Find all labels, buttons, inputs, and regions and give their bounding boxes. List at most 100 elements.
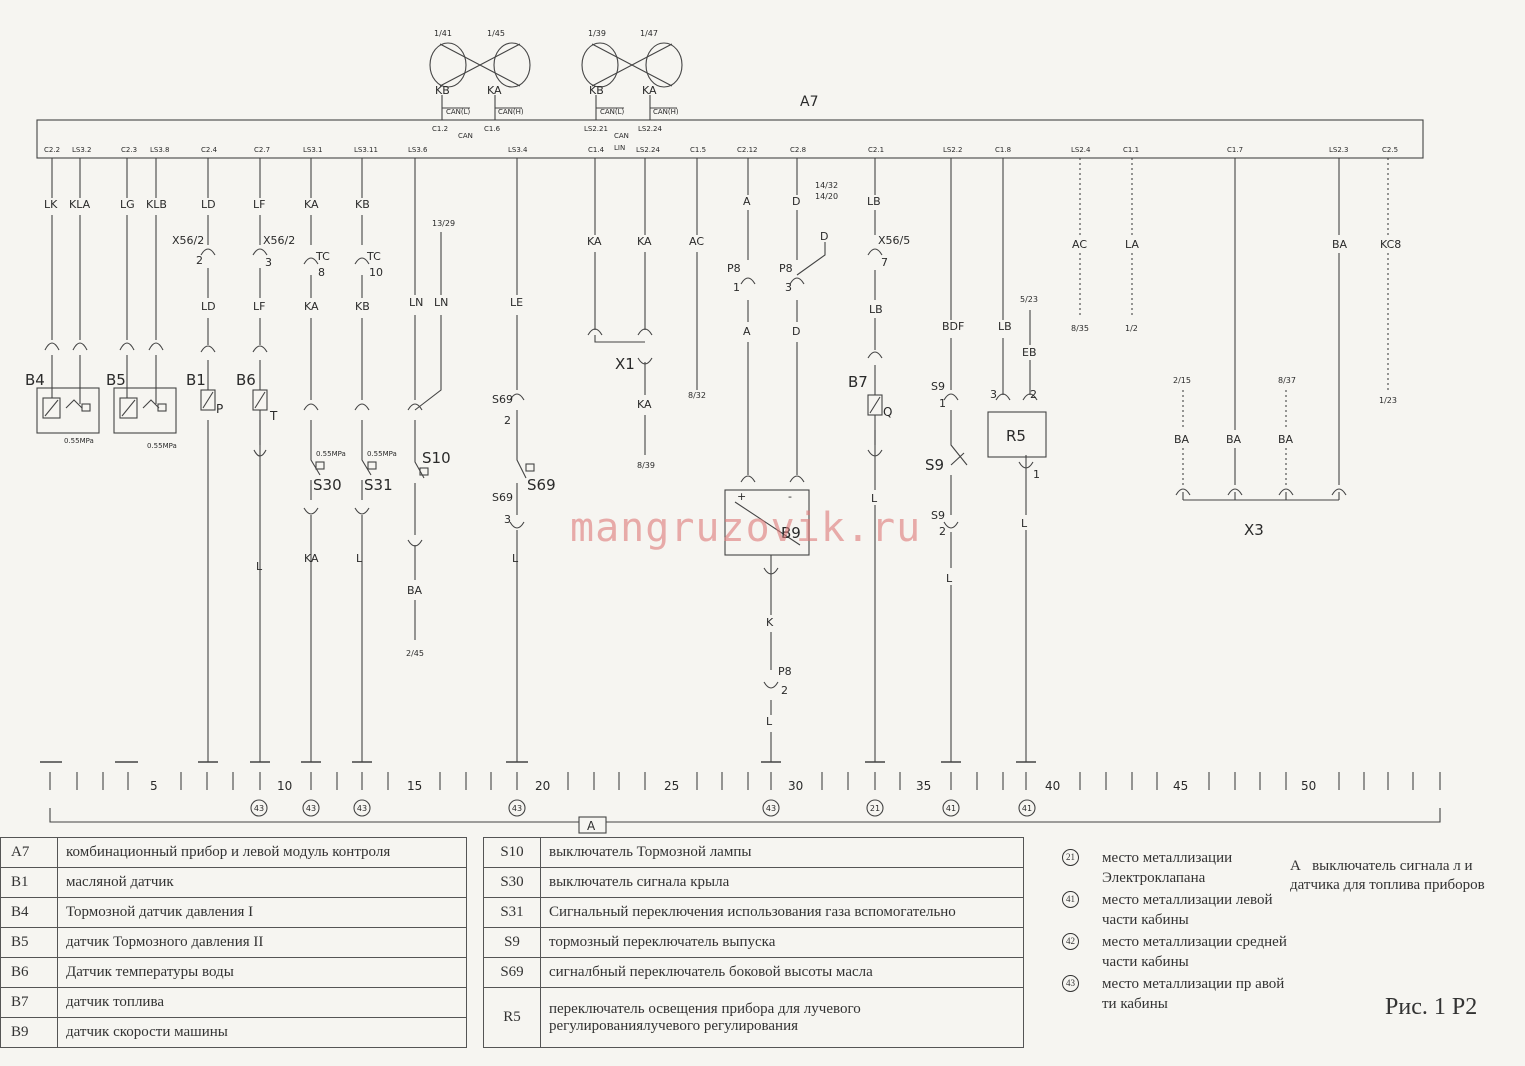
ground-notes: 21 место металлизации Электроклапана 41 …: [1062, 848, 1292, 1016]
note-a-letter: A: [1290, 858, 1301, 874]
a7-module-label: A7: [800, 94, 818, 110]
can-label-2: CAN: [614, 132, 629, 140]
switch-s30: [310, 420, 325, 500]
legend-code: A7: [0, 837, 58, 868]
cross-ref: 2/45: [406, 649, 424, 658]
ground-note-text: место металлизации Электроклапана: [1102, 850, 1233, 886]
ruler-number: 45: [1173, 779, 1188, 793]
sensor-b9: [724, 489, 810, 565]
ground-mark: 43: [254, 804, 264, 813]
connector-ref: S69: [492, 491, 513, 504]
top-can-4: CAN(H): [653, 108, 679, 116]
wire-label: BA: [1226, 433, 1242, 446]
wire-label: KC8: [1380, 238, 1401, 251]
ruler-number: 25: [664, 779, 679, 793]
connector-ref: S69: [492, 393, 513, 406]
top-ref-4: 1/47: [640, 29, 658, 38]
legend-code: B4: [0, 897, 58, 928]
cross-ref: 2/15: [1173, 376, 1191, 385]
ruler-number: 5: [150, 779, 158, 793]
ruler: [49, 772, 1441, 823]
top-pin-1: C1.2: [432, 125, 448, 133]
component-x3: X3: [1244, 521, 1264, 539]
cross-ref: 14/20: [815, 192, 838, 201]
ground-note: 21 место металлизации Электроклапана: [1062, 848, 1292, 888]
component-s69: S69: [527, 476, 556, 494]
wire-label: BA: [1332, 238, 1348, 251]
top-wire-1: KB: [435, 84, 450, 97]
section-a-label: A: [587, 819, 596, 833]
wires: [51, 158, 1389, 762]
cross-ref: 1/2: [1125, 324, 1138, 333]
top-wire-2: KA: [487, 84, 502, 97]
cross-ref: 13/29: [432, 219, 455, 228]
section-a-box: [578, 816, 607, 834]
component-r5: R5: [1006, 427, 1026, 445]
connector-ref: S9: [931, 380, 945, 393]
component-b6: B6: [236, 371, 256, 389]
figure-label: Рис. 1 Р2: [1385, 994, 1478, 1020]
legend-row: A7 комбинационный прибор и левой модуль …: [0, 837, 1024, 868]
note-a-text: выключатель сигнала л и датчика для топл…: [1290, 858, 1485, 893]
pin-label: C2.12: [737, 146, 757, 154]
ground-note-number: 43: [1062, 975, 1079, 992]
legend-code: S9: [483, 927, 541, 958]
legend-desc: датчик топлива: [57, 987, 467, 1018]
legend-code: S69: [483, 957, 541, 988]
legend-desc: сигналбный переключатель боковой высоты …: [540, 957, 1024, 988]
pin-label: C1.7: [1227, 146, 1243, 154]
wire-label: LA: [1125, 238, 1139, 251]
ground-note-text: место металлизации средней части кабины: [1102, 934, 1287, 970]
connector-ref: 10: [369, 266, 383, 279]
pressure-rating: 0.55MPa: [147, 442, 177, 450]
component-x1: X1: [615, 355, 635, 373]
ruler-number: 50: [1301, 779, 1316, 793]
connector-ref: P8: [727, 262, 741, 275]
connector-ref: TC: [366, 250, 381, 263]
relay-r5: [987, 411, 1047, 458]
legend-code: S31: [483, 897, 541, 928]
legend-desc: Датчик температуры воды: [57, 957, 467, 988]
legend-desc: тормозный переключатель выпуска: [540, 927, 1024, 958]
wire-label: KB: [355, 198, 370, 211]
legend-table: A7 комбинационный прибор и левой модуль …: [0, 837, 1024, 1048]
pin-label: LS2.3: [1329, 146, 1348, 154]
connector-ref: 3: [990, 388, 997, 401]
component-b5: B5: [106, 371, 126, 389]
connector-ref: 1: [939, 397, 946, 410]
legend-desc: переключатель освещения прибора для луче…: [540, 987, 1024, 1048]
top-pin-3: LS2.21: [584, 125, 608, 133]
ruler-number: 20: [535, 779, 550, 793]
connector-ref: P8: [779, 262, 793, 275]
ruler-number: 15: [407, 779, 422, 793]
switch-s31: [361, 420, 377, 500]
ruler-number: 30: [788, 779, 803, 793]
component-labels: B4 B5 B1 B6 B7 B9 S10 S30 S31 S9 S69 R5 …: [25, 355, 1264, 542]
pin-label: C1.1: [1123, 146, 1139, 154]
wire-label: LB: [869, 303, 883, 316]
top-wire-4: KA: [642, 84, 657, 97]
ground-note-text: место металлизации левой части кабины: [1102, 892, 1273, 928]
legend-desc: комбинационный прибор и левой модуль кон…: [57, 837, 467, 868]
wire-label: KA: [637, 235, 652, 248]
wire-label: L: [256, 560, 263, 573]
ground-note-number: 41: [1062, 891, 1079, 908]
legend-code: S30: [483, 867, 541, 898]
plug-marks: [44, 248, 1347, 689]
pin-label: LS3.4: [508, 146, 528, 154]
sensor-b1: [200, 360, 216, 411]
component-s31: S31: [364, 476, 393, 494]
ground-mark-circles: [250, 799, 1036, 817]
cross-ref: 14/32: [815, 181, 838, 190]
note-a: A выключатель сигнала л и датчика для то…: [1290, 857, 1490, 895]
top-can-1: CAN(L): [446, 108, 471, 116]
connector-ref: 2: [1030, 388, 1037, 401]
ruler-number: 10: [277, 779, 292, 793]
wire-label: EB: [1022, 346, 1037, 359]
component-s10: S10: [422, 449, 451, 467]
pin-label: C2.3: [121, 146, 137, 154]
pressure-rating: 0.55MPa: [316, 450, 346, 458]
ground-note: 42 место металлизации средней части каби…: [1062, 932, 1292, 972]
wire-label: A: [743, 195, 751, 208]
